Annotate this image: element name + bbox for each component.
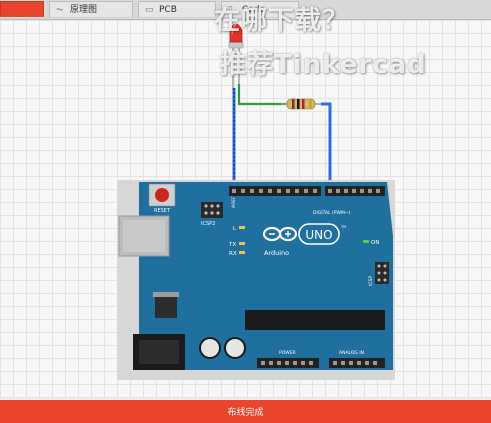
arduino-logo-text: Arduino [264,249,289,257]
pcb-icon: ▭ [145,5,154,15]
aref-label: AREF [231,196,237,208]
wire-led-resistor [237,84,286,106]
l-label: L [233,226,237,232]
code-icon: ▯ [228,5,233,15]
arduino-uno-board[interactable]: RESET ICSP2 AREF DIGITAL (PWM~) L TX RX … [117,180,395,380]
resistor-component[interactable] [281,98,322,110]
status-bar: 布线完成 [0,400,491,423]
view-tab-bar: ⏦ 原理图 ▭ PCB ▯ Code [0,0,491,20]
tab-pcb[interactable]: ▭ PCB [138,1,216,17]
on-label: ON [371,240,379,246]
tab-schematic-label: 原理图 [70,5,98,15]
tab-code-label: Code [242,5,266,15]
analog-label: ANALOG IN [339,350,364,356]
digital-label: DIGITAL (PWM~) [313,210,351,216]
reset-label: RESET [154,208,171,214]
status-text: 布线完成 [227,408,264,418]
reset-button[interactable] [148,183,176,207]
led-component[interactable] [228,23,244,90]
tab-code[interactable]: ▯ Code [221,1,299,17]
tm-text: TM [340,225,346,229]
tab-schematic[interactable]: ⏦ 原理图 [49,1,133,17]
uno-text: UNO [305,228,332,242]
tab-pcb-label: PCB [159,5,177,15]
power-label: POWER [279,350,296,356]
watermark-line-2: 推荐Tinkercad [220,50,427,80]
rx-label: RX [229,251,237,257]
wire-digital [321,102,332,192]
arduino-logo-icon [262,226,298,242]
tx-label: TX [228,242,236,248]
icsp-label: ICSP [368,276,374,286]
tab-breadboard[interactable] [0,1,44,17]
schematic-icon: ⏦ [56,5,64,15]
watermark-line-1: 在哪下载？ [214,6,350,36]
icsp2-label: ICSP2 [201,221,215,227]
